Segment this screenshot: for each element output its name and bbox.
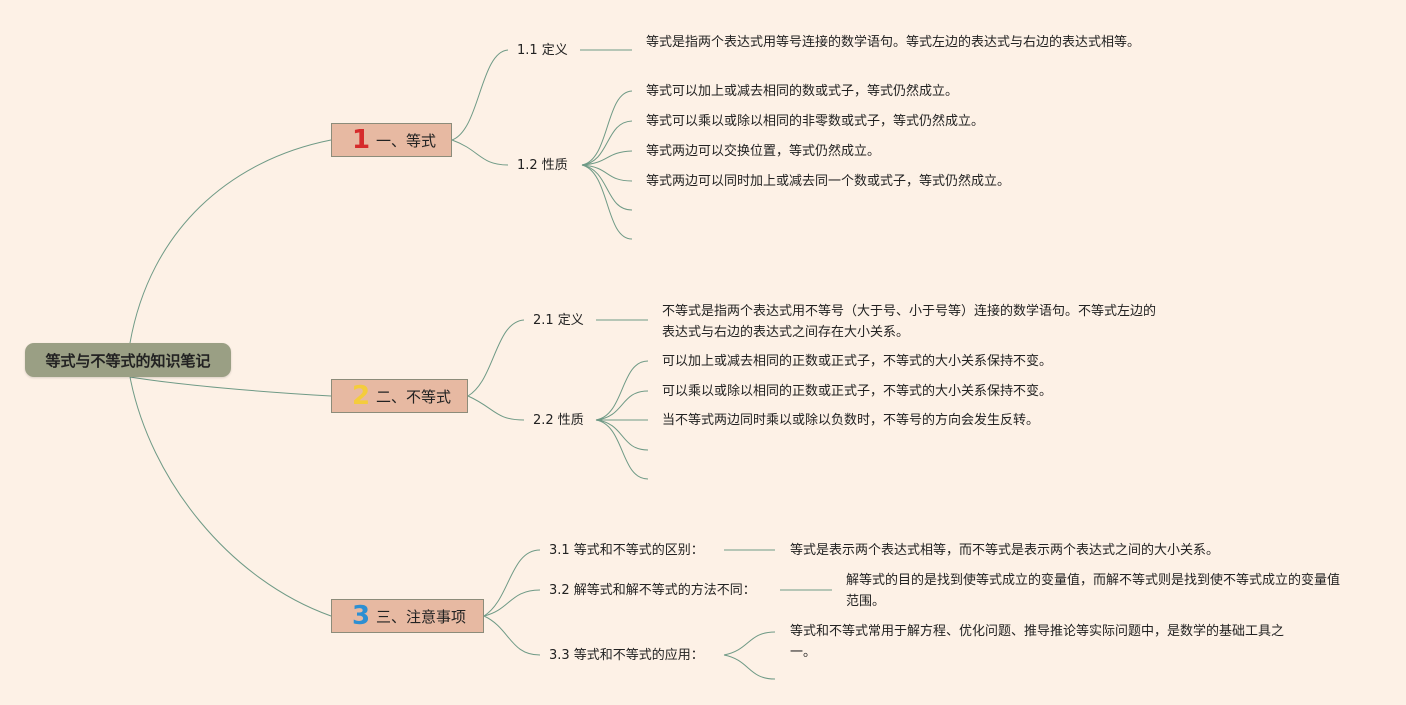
- leaf-text[interactable]: 解等式的目的是找到使等式成立的变量值，而解不等式则是找到使不等式成立的变量值范围…: [846, 573, 1341, 609]
- leaf-text[interactable]: 等式两边可以交换位置，等式仍然成立。: [646, 144, 881, 159]
- branch-label: 二、不等式: [376, 387, 452, 406]
- number-two-icon: 2: [352, 381, 371, 411]
- leaf-text[interactable]: 可以乘以或除以相同的正数或正式子，不等式的大小关系保持不变。: [662, 384, 1053, 399]
- leaf-text[interactable]: 等式两边可以同时加上或减去同一个数或式子，等式仍然成立。: [646, 174, 1011, 189]
- branch-node-inequality[interactable]: 2 二、不等式: [331, 379, 468, 413]
- subnode-definition[interactable]: 1.1 定义: [517, 43, 568, 58]
- leaf-text[interactable]: 等式和不等式常用于解方程、优化问题、推导推论等实际问题中，是数学的基础工具之一。: [790, 624, 1285, 660]
- subnode-methods[interactable]: 3.2 解等式和解不等式的方法不同：: [549, 583, 756, 598]
- branch-label: 三、注意事项: [376, 607, 467, 626]
- subnode-properties[interactable]: 1.2 性质: [517, 158, 568, 173]
- root-title: 等式与不等式的知识笔记: [45, 351, 211, 370]
- leaf-text[interactable]: 等式是指两个表达式用等号连接的数学语句。等式左边的表达式与右边的表达式相等。: [646, 35, 1141, 50]
- subnode-definition[interactable]: 2.1 定义: [533, 313, 584, 328]
- subnode-difference[interactable]: 3.1 等式和不等式的区别：: [549, 543, 704, 558]
- leaf-text[interactable]: 等式可以加上或减去相同的数或式子，等式仍然成立。: [646, 84, 959, 99]
- branch-label: 一、等式: [376, 131, 437, 150]
- subnode-applications[interactable]: 3.3 等式和不等式的应用：: [549, 648, 704, 663]
- root-node[interactable]: 等式与不等式的知识笔记: [25, 343, 231, 377]
- leaf-text[interactable]: 等式可以乘以或除以相同的非零数或式子，等式仍然成立。: [646, 114, 985, 129]
- subnode-properties[interactable]: 2.2 性质: [533, 413, 584, 428]
- leaf-text[interactable]: 当不等式两边同时乘以或除以负数时，不等号的方向会发生反转。: [662, 413, 1040, 428]
- branch-node-notes[interactable]: 3 三、注意事项: [331, 599, 484, 633]
- number-one-icon: 1: [352, 125, 371, 155]
- branch-node-equation[interactable]: 1 一、等式: [331, 123, 452, 157]
- leaf-text[interactable]: 等式是表示两个表达式相等，而不等式是表示两个表达式之间的大小关系。: [790, 543, 1220, 558]
- leaf-text[interactable]: 不等式是指两个表达式用不等号（大于号、小于号等）连接的数学语句。不等式左边的表达…: [662, 304, 1157, 340]
- number-three-icon: 3: [352, 601, 371, 631]
- leaf-text[interactable]: 可以加上或减去相同的正数或正式子，不等式的大小关系保持不变。: [662, 354, 1053, 369]
